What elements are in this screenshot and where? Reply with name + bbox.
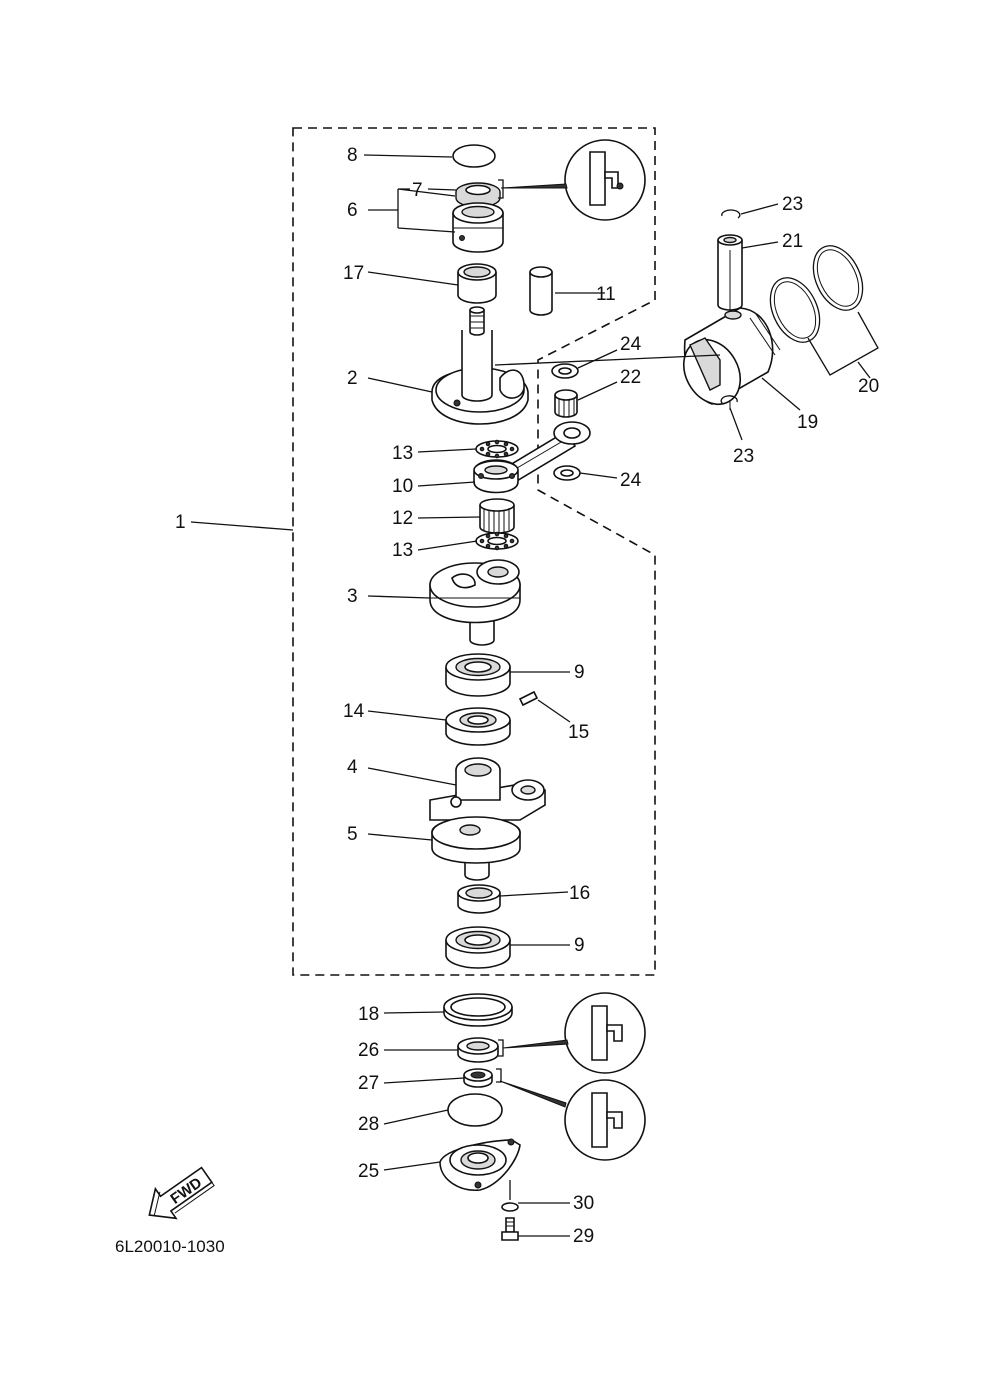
part-8-o-ring: [452, 144, 496, 168]
part-24-lower-washer: [553, 465, 581, 481]
callout-15: 15: [568, 722, 589, 743]
callout-29: 29: [573, 1226, 594, 1247]
callout-7: 7: [412, 180, 423, 201]
callout-3: 3: [347, 586, 358, 607]
part-16-sleeve: [457, 884, 501, 914]
callout-28: 28: [358, 1114, 379, 1135]
callout-17: 17: [343, 263, 364, 284]
part-23-lower-clip: [720, 395, 738, 405]
part-6-bushing: [452, 202, 504, 253]
callout-9-lower: 9: [574, 935, 585, 956]
part-15-dowel-pin: [518, 690, 539, 707]
callout-24-upper: 24: [620, 334, 642, 355]
part-22-needle-bearing: [554, 389, 578, 418]
callout-23-lower: 23: [733, 446, 754, 467]
part-3-middle-crank: [429, 559, 521, 646]
seal-orientation-icon: [496, 1068, 646, 1161]
part-10-connecting-rod: [473, 421, 591, 494]
callout-25: 25: [358, 1161, 379, 1182]
callout-19: 19: [797, 412, 818, 433]
callout-30: 30: [573, 1193, 594, 1214]
callout-4: 4: [347, 757, 358, 778]
callout-26: 26: [358, 1040, 379, 1061]
part-20-piston-rings: [769, 245, 864, 343]
part-2-upper-crank: [431, 306, 529, 425]
part-29-bolt: [501, 1217, 519, 1241]
callout-21: 21: [782, 231, 803, 252]
callout-8: 8: [347, 145, 358, 166]
part-28-gasket: [447, 1093, 503, 1127]
diagram-code: 6L20010-1030: [115, 1237, 225, 1256]
callout-20: 20: [858, 376, 879, 397]
callout-1: 1: [175, 512, 186, 533]
part-4-lower-crank: [429, 757, 546, 821]
part-25-bottom-cover: [439, 1138, 521, 1191]
part-24-upper-washer: [551, 363, 579, 379]
part-18-o-ring: [443, 993, 513, 1027]
part-26-oil-seal: [457, 1037, 499, 1063]
callout-12: 12: [392, 508, 413, 529]
callout-13-upper: 13: [392, 443, 413, 464]
callout-11: 11: [596, 284, 616, 305]
callout-13-lower: 13: [392, 540, 413, 561]
callout-6: 6: [347, 200, 358, 221]
part-11-crank-pin: [529, 266, 553, 316]
callout-10: 10: [392, 476, 413, 497]
part-14-seal-housing: [445, 707, 511, 746]
seal-orientation-icon: [498, 992, 646, 1074]
callout-27: 27: [358, 1073, 379, 1094]
part-30-washer: [501, 1202, 519, 1212]
part-23-upper-clip: [721, 209, 741, 219]
part-17-sleeve: [457, 263, 497, 304]
callout-23-upper: 23: [782, 194, 803, 215]
part-13-upper-washer: [475, 439, 519, 459]
callout-14: 14: [343, 701, 365, 722]
part-5-crank-web: [431, 816, 521, 881]
callout-22: 22: [620, 367, 641, 388]
part-27-oil-seal: [463, 1068, 493, 1088]
part-9-lower-ball-bearing: [445, 926, 511, 969]
callout-24-lower: 24: [620, 470, 642, 491]
part-13-lower-washer: [475, 531, 519, 551]
callout-labels: 1 2 3 4 5 6 7 8 9 9 10 11 12 13 13 14 15…: [175, 145, 879, 1247]
callout-2: 2: [347, 368, 358, 389]
part-12-needle-bearing: [479, 498, 515, 534]
fwd-arrow-icon: FWD: [148, 1166, 215, 1220]
callout-9-upper: 9: [574, 662, 585, 683]
seal-orientation-icon: [498, 139, 646, 221]
callout-16: 16: [569, 883, 590, 904]
part-9-upper-ball-bearing: [445, 653, 511, 697]
callout-18: 18: [358, 1004, 379, 1025]
crankshaft-assembly-boundary: [292, 127, 656, 976]
leader-lines: [190, 154, 879, 1237]
callout-5: 5: [347, 824, 358, 845]
part-19-piston: [682, 307, 781, 405]
